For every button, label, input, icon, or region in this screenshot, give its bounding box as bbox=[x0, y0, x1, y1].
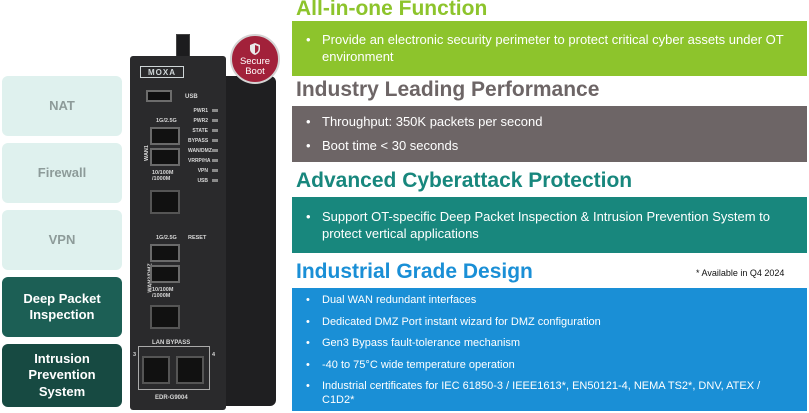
section-title-performance: Industry Leading Performance bbox=[296, 78, 600, 101]
led-label-vpn: VPN bbox=[197, 168, 208, 174]
bullet-item: Dedicated DMZ Port instant wizard for DM… bbox=[306, 312, 795, 334]
bullet-item: -40 to 75°C wide temperature operation bbox=[306, 355, 795, 377]
bullet-item: Boot time < 30 seconds bbox=[306, 134, 795, 158]
feature-label: VPN bbox=[48, 231, 76, 247]
led-label-bypass: BYPASS bbox=[188, 138, 209, 144]
sfp-port-2b bbox=[150, 265, 180, 283]
device-side-panel bbox=[226, 76, 276, 406]
led-indicator bbox=[212, 119, 218, 122]
feature-deep-packet-inspection: Deep Packet Inspection bbox=[2, 277, 122, 337]
ethernet-port-1 bbox=[150, 190, 180, 214]
ethernet-port-2 bbox=[150, 305, 180, 329]
sfp-port-1 bbox=[150, 127, 180, 145]
feature-firewall: Firewall bbox=[2, 143, 122, 203]
led-label-usb: USB bbox=[197, 178, 208, 184]
led-indicator bbox=[212, 109, 218, 112]
lan-bypass-frame bbox=[138, 346, 210, 390]
availability-note: * Available in Q4 2024 bbox=[696, 268, 785, 278]
led-indicator bbox=[212, 159, 218, 162]
section-box-all-in-one: Provide an electronic security perimeter… bbox=[292, 21, 807, 76]
port-speed-label: 10/100M /1000M bbox=[152, 170, 174, 183]
usb-port bbox=[146, 90, 172, 102]
feature-label: Intrusion Prevention System bbox=[28, 351, 96, 399]
port-number-3: 3 bbox=[133, 352, 137, 358]
feature-label: NAT bbox=[49, 97, 75, 113]
led-indicator bbox=[212, 139, 218, 142]
feature-label: Firewall bbox=[37, 164, 87, 180]
bullet-item: Throughput: 350K packets per second bbox=[306, 110, 795, 134]
feature-label: Deep Packet Inspection bbox=[23, 290, 101, 322]
section-box-performance: Throughput: 350K packets per second Boot… bbox=[292, 106, 807, 162]
led-indicator bbox=[212, 179, 218, 182]
bullet-item: Provide an electronic security perimeter… bbox=[306, 31, 795, 65]
feature-vpn: VPN bbox=[2, 210, 122, 270]
ethernet-port-3 bbox=[142, 356, 170, 384]
reset-label: RESET bbox=[188, 235, 207, 241]
bullet-item: Gen3 Bypass fault-tolerance mechanism bbox=[306, 333, 795, 355]
usb-port-label: USB bbox=[185, 94, 198, 100]
badge-text-line1: Secure bbox=[239, 55, 271, 67]
bullet-item: Support OT-specific Deep Packet Inspecti… bbox=[306, 208, 795, 242]
led-label-wan-dmz: WAN/DMZ bbox=[188, 148, 212, 154]
led-label-pwr1: PWR1 bbox=[193, 108, 208, 114]
sfp-port-1b bbox=[150, 148, 180, 166]
bullet-item: Industrial certificates for IEC 61850-3 … bbox=[306, 376, 795, 407]
led-indicator bbox=[212, 149, 218, 152]
section-title-industrial: Industrial Grade Design bbox=[296, 260, 533, 283]
device-model-label: EDR-G9004 bbox=[155, 395, 188, 401]
led-indicator bbox=[212, 129, 218, 132]
device-brand-logo: MOXA bbox=[140, 66, 184, 78]
badge-text-line2: Boot bbox=[245, 65, 265, 77]
feature-intrusion-prevention: Intrusion Prevention System bbox=[2, 344, 122, 407]
led-label-pwr2: PWR2 bbox=[193, 118, 208, 124]
port-speed-label: 1G/2.5G bbox=[156, 118, 177, 124]
device-body bbox=[130, 56, 226, 410]
bullet-item: Dual WAN redundant interfaces bbox=[306, 290, 795, 312]
led-indicator bbox=[212, 169, 218, 172]
section-box-cyberattack: Support OT-specific Deep Packet Inspecti… bbox=[292, 197, 807, 253]
shield-icon bbox=[250, 42, 260, 55]
secure-boot-badge: Secure Boot bbox=[230, 34, 280, 84]
port-speed-label: 1G/2.5G bbox=[156, 235, 177, 241]
feature-nat: NAT bbox=[2, 76, 122, 136]
section-title-cyberattack: Advanced Cyberattack Protection bbox=[296, 169, 633, 192]
lan-bypass-label: LAN BYPASS bbox=[152, 340, 191, 346]
sfp-port-2 bbox=[150, 244, 180, 262]
led-label-vrrp-ha: VRRP/HA bbox=[188, 158, 211, 164]
led-label-state: STATE bbox=[192, 128, 208, 134]
section-box-industrial: Dual WAN redundant interfaces Dedicated … bbox=[292, 288, 807, 411]
ethernet-port-4 bbox=[176, 356, 204, 384]
port-speed-label: 10/100M /1000M bbox=[152, 287, 174, 300]
port-number-4: 4 bbox=[212, 352, 216, 358]
section-title-all-in-one: All-in-one Function bbox=[296, 0, 488, 20]
